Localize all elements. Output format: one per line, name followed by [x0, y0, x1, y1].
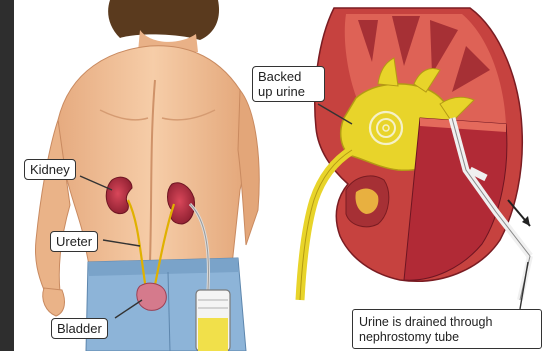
- kidney-label: Kidney: [24, 159, 76, 180]
- hair: [108, 0, 219, 40]
- dark-edge: [0, 0, 14, 351]
- ureter-label: Ureter: [50, 231, 98, 252]
- bladder: [137, 283, 167, 310]
- drained-line2: nephrostomy tube: [359, 330, 535, 345]
- drainage-bag: [196, 290, 230, 351]
- bladder-label: Bladder: [51, 318, 108, 339]
- backed-up-urine-line1: Backed: [258, 69, 319, 84]
- drained-line1: Urine is drained through: [359, 315, 535, 330]
- drained-label: Urine is drained through nephrostomy tub…: [352, 309, 542, 349]
- kidney-cross-section: [300, 8, 530, 300]
- backed-up-urine-line2: up urine: [258, 84, 319, 99]
- backed-up-urine-label: Backed up urine: [252, 66, 325, 102]
